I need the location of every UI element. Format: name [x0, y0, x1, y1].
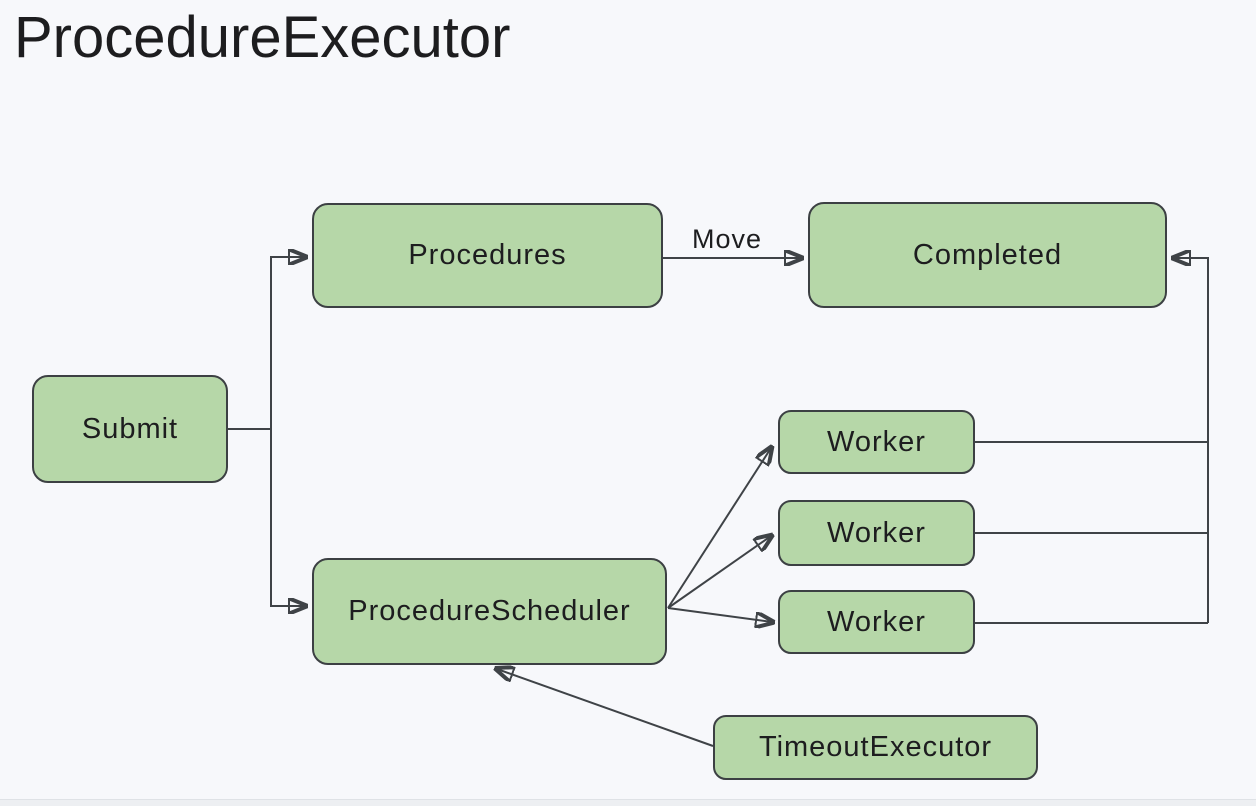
edge-submit-scheduler [270, 429, 305, 606]
edge-timeout-scheduler [497, 669, 714, 747]
node-procedure-scheduler-label: ProcedureScheduler [348, 595, 631, 627]
edge-scheduler-worker2 [667, 536, 771, 609]
node-worker-1-label: Worker [827, 425, 926, 458]
edge-scheduler-worker3 [667, 607, 772, 622]
edge-scheduler-worker1 [667, 448, 771, 609]
node-completed: Completed [808, 202, 1167, 308]
node-worker-3-label: Worker [827, 605, 926, 638]
node-timeout-executor-label: TimeoutExecutor [758, 731, 993, 763]
node-worker-1: Worker [778, 410, 975, 474]
edge-bus-completed [1174, 258, 1209, 623]
node-submit: Submit [32, 375, 228, 483]
bottom-edge-strip [0, 799, 1256, 806]
node-submit-label: Submit [81, 412, 179, 445]
node-worker-3: Worker [778, 590, 975, 654]
node-timeout-executor: TimeoutExecutor [713, 715, 1038, 780]
edge-label-move: Move [691, 224, 763, 254]
node-procedure-scheduler: ProcedureScheduler [312, 558, 667, 665]
node-procedures-label: Procedures [408, 239, 567, 271]
edge-submit-procedures [228, 257, 305, 430]
node-worker-2-label: Worker [827, 516, 926, 549]
diagram-title: ProcedureExecutor [14, 5, 511, 70]
node-worker-2: Worker [778, 500, 975, 566]
node-completed-label: Completed [912, 238, 1063, 271]
node-procedures: Procedures [312, 203, 663, 308]
